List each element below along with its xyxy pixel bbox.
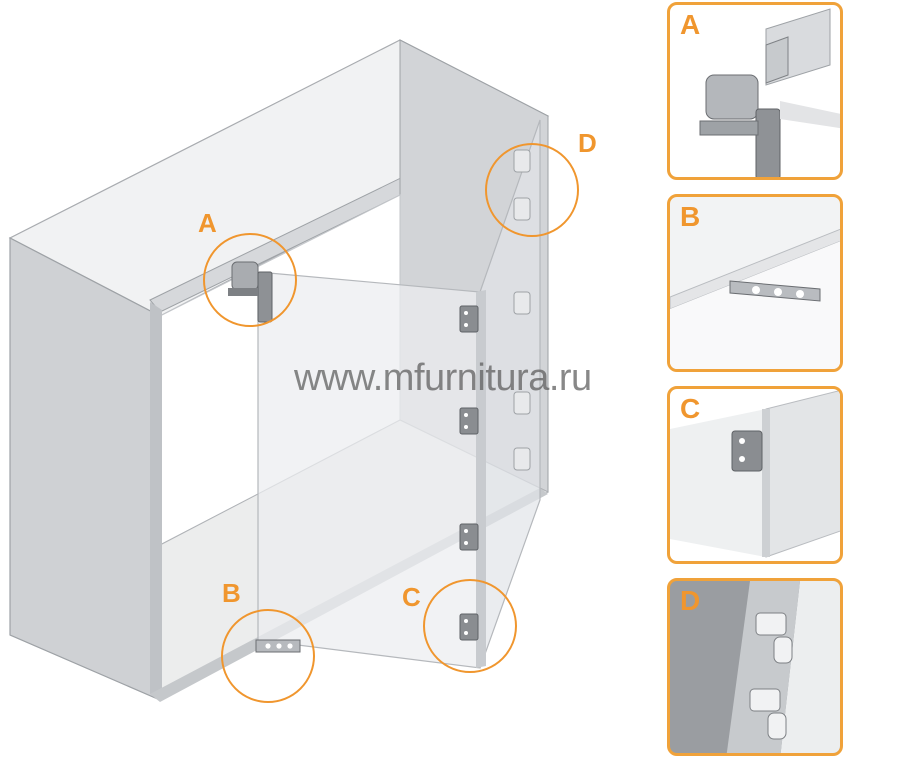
hinge-holes [464, 311, 468, 635]
detail-panel-b-letter: B [680, 201, 701, 232]
detail-panel-d: D [667, 578, 843, 756]
callout-label-d: D [578, 128, 597, 158]
front-edge-left [150, 302, 162, 700]
callout-circles [203, 143, 579, 703]
callout-circle-c [423, 579, 517, 673]
callout-label-c: C [402, 582, 421, 612]
glass-clamps [513, 149, 531, 471]
door-hinge-detail-icon [670, 389, 840, 558]
roller-carriage [228, 261, 273, 323]
glass-door-front [257, 271, 481, 669]
callout-circle-d [485, 143, 579, 237]
bottom-guide-bracket-detail-icon [670, 228, 840, 369]
door-joint-edge [476, 290, 486, 668]
detail-panel-c: C [667, 386, 843, 564]
callout-circle-b [221, 609, 315, 703]
callout-circle-a [203, 233, 297, 327]
detail-panel-c-letter: C [680, 393, 701, 424]
detail-panel-a-letter: A [680, 9, 701, 40]
callout-label-a: A [198, 208, 217, 238]
detail-panel-d-letter: D [680, 585, 701, 616]
hinge-pair-detail-icon [726, 581, 840, 753]
watermark: www.mfurnitura.ru [294, 357, 592, 399]
roller-carriage-detail-icon [699, 8, 840, 177]
detail-panel-b: B [667, 194, 843, 372]
detail-panel-a: A [667, 2, 843, 180]
callout-label-b: B [222, 578, 241, 608]
bottom-guide-bracket [255, 639, 301, 653]
cabinet-left-side [9, 237, 161, 701]
